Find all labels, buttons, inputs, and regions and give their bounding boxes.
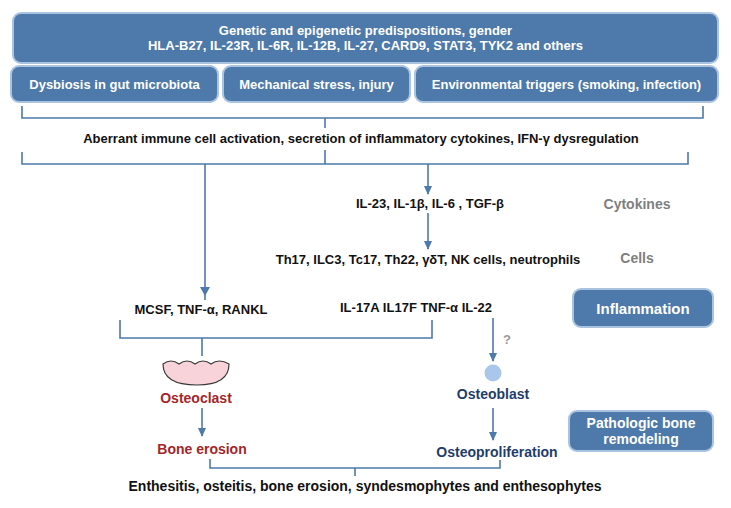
node-text: Osteoclast [160, 390, 232, 406]
trigger-box: Environmental triggers (smoking, infecti… [414, 65, 719, 103]
flow-arrow [492, 408, 494, 440]
row-title: Cytokines [602, 196, 673, 212]
process-note: Aberrant immune cell activation, secreti… [81, 131, 641, 147]
arrow-head [200, 287, 210, 296]
node-text: Genetic and epigenetic predispositions, … [219, 23, 512, 38]
node-text: Mechanical stress, injury [239, 77, 394, 92]
genetics-banner: Genetic and epigenetic predispositions, … [12, 12, 719, 64]
node-text: Osteoblast [457, 386, 529, 402]
row-title: Cells [618, 250, 655, 266]
merge-bracket [120, 320, 432, 356]
osteoblast-cell: Osteoblast [484, 364, 502, 382]
osteoblast-shape [484, 364, 502, 382]
merge-bracket [210, 459, 500, 476]
merge-bracket [22, 106, 703, 128]
flow-arrow [204, 164, 206, 300]
node-text: Environmental triggers (smoking, infecti… [432, 77, 701, 92]
question-mark: ? [501, 332, 513, 348]
flow-arrow [201, 408, 203, 436]
flow-arrow [427, 164, 429, 194]
outcome-text: Bone erosion [155, 441, 248, 457]
stage-box: Inflammation [572, 288, 714, 328]
summary-text: Enthesitis, osteitis, bone erosion, synd… [127, 478, 604, 494]
trigger-box: Dysbiosis in gut microbiota [10, 65, 219, 103]
node-text: Dysbiosis in gut microbiota [29, 77, 199, 92]
stage-box: Pathologic bone remodeling [568, 410, 714, 452]
osteoclast-cell: Osteoclast [161, 356, 231, 386]
node-text: HLA-B27, IL-23R, IL-6R, IL-12B, IL-27, C… [148, 38, 583, 53]
mediator-list: IL-17A IL17F TNF-α IL-22 [338, 300, 494, 316]
outcome-text: Osteoproliferation [434, 444, 559, 460]
flow-arrow [427, 213, 429, 249]
flow-arrow [492, 318, 494, 361]
osteoclast-shape [161, 356, 231, 386]
node-text: Pathologic bone remodeling [576, 415, 706, 447]
cell-list: Th17, ILC3, Tc17, Th22, γδT, NK cells, n… [274, 252, 583, 268]
cytokine-list: IL-23, IL-1β, IL-6 , TGF-β [354, 196, 506, 212]
osteoclast-outline [163, 361, 229, 385]
mediator-list: MCSF, TNF-α, RANKL [133, 302, 270, 318]
osteoblast-outline [485, 365, 502, 382]
node-text: Inflammation [596, 300, 689, 317]
split-bracket [22, 150, 688, 164]
trigger-box: Mechanical stress, injury [222, 65, 411, 103]
